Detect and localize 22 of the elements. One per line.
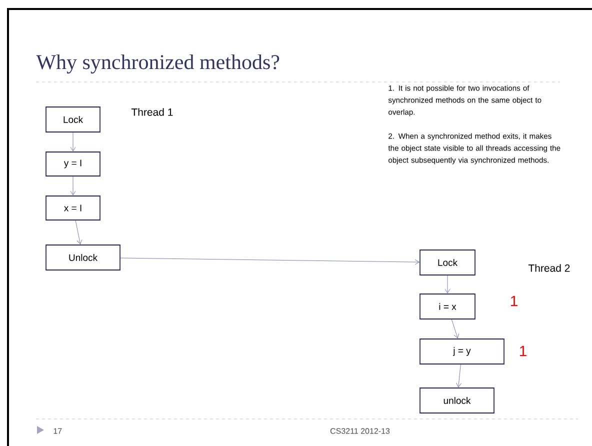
process-box: i = x xyxy=(420,294,476,320)
thread-label: Thread 2 xyxy=(528,264,570,272)
arrow xyxy=(120,258,420,265)
footer-text: CS3211 2012-13 xyxy=(330,428,390,434)
process-box: Lock xyxy=(420,250,476,276)
arrow xyxy=(451,319,460,338)
arrow xyxy=(444,275,450,294)
value-label: 1 xyxy=(510,296,518,306)
process-box: y = I xyxy=(46,152,100,176)
thread-label: Thread 1 xyxy=(131,108,173,116)
arrow xyxy=(75,220,82,244)
process-box: Lock xyxy=(46,106,100,132)
value-label: 1 xyxy=(520,346,526,356)
page-number: 17 xyxy=(54,428,62,434)
process-box: unlock xyxy=(420,388,494,414)
process-box: j = y xyxy=(420,338,504,364)
arrow xyxy=(456,364,462,388)
slide-title: Why synchronized methods? xyxy=(36,54,280,74)
arrow xyxy=(70,132,76,152)
process-box: Unlock xyxy=(46,244,120,270)
process-box: x = I xyxy=(46,196,100,220)
arrow xyxy=(70,176,76,196)
